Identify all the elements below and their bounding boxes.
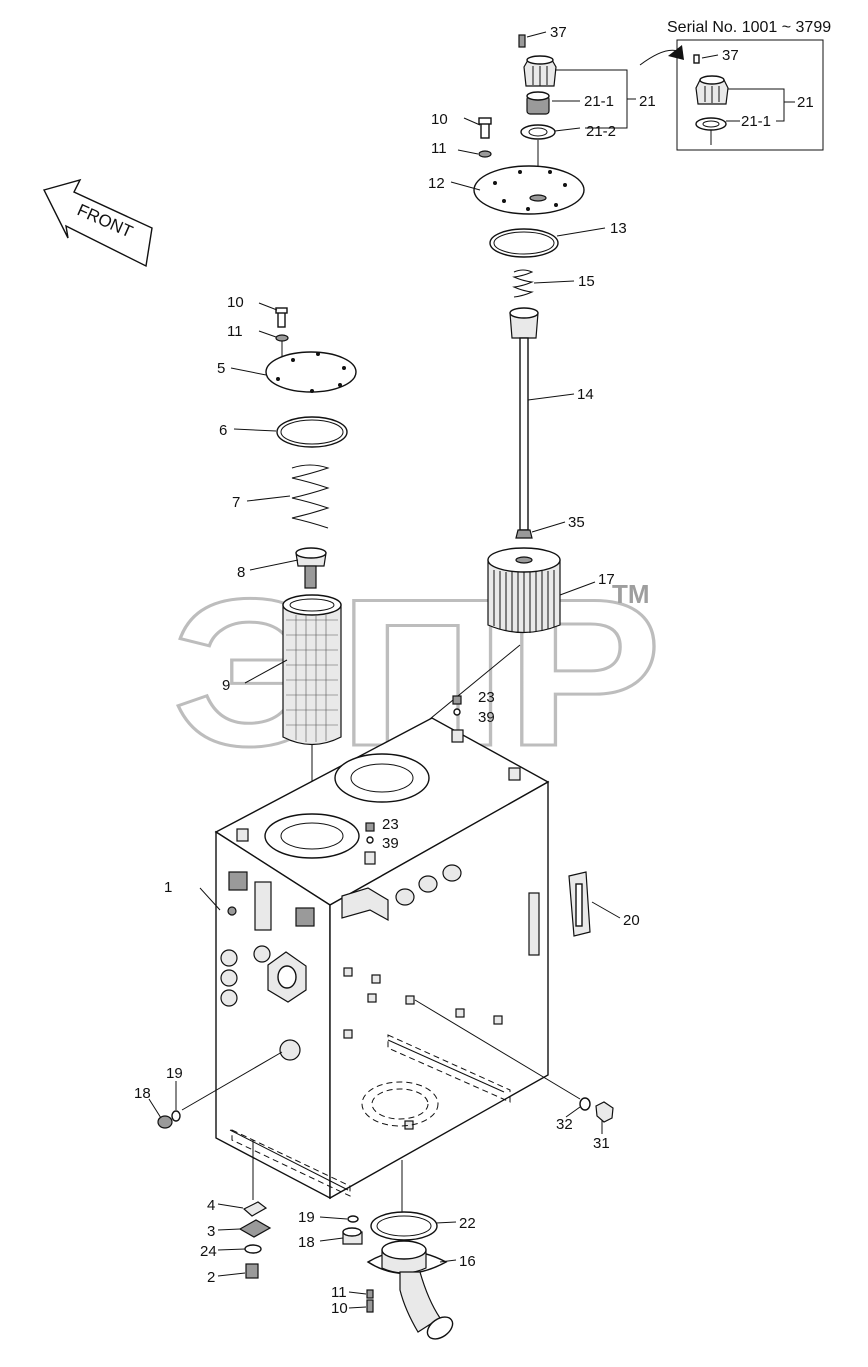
suction-strainer-group <box>230 302 357 840</box>
label-23-lower: 23 <box>382 816 399 833</box>
label-37: 37 <box>550 24 567 41</box>
label-12: 12 <box>428 175 445 192</box>
label-11-bottom: 11 <box>331 1284 347 1301</box>
label-21-1: 21-1 <box>584 93 614 110</box>
label-15: 15 <box>578 273 595 290</box>
inset-label-21: 21 <box>797 94 814 111</box>
drain-plugs <box>148 1081 614 1134</box>
label-5: 5 <box>217 360 225 377</box>
rod-14 <box>509 307 575 539</box>
tank-body <box>181 717 581 1200</box>
label-19-left: 19 <box>166 1065 183 1082</box>
label-21-2: 21-2 <box>586 123 616 140</box>
label-10-top: 10 <box>431 111 448 128</box>
front-arrow: FRONT <box>42 178 153 268</box>
label-13: 13 <box>610 220 627 237</box>
cover-bolts-right <box>457 117 492 158</box>
suction-flange <box>319 1160 457 1340</box>
label-16: 16 <box>459 1253 476 1270</box>
label-10-bottom: 10 <box>331 1300 348 1317</box>
label-39-upper: 39 <box>478 709 495 726</box>
label-8: 8 <box>237 564 245 581</box>
label-9: 9 <box>222 677 230 694</box>
label-3: 3 <box>207 1223 215 1240</box>
label-18-bottom: 18 <box>298 1234 315 1251</box>
inset-label-21-1: 21-1 <box>741 113 771 130</box>
label-14: 14 <box>577 386 594 403</box>
o-ring-13 <box>489 227 606 258</box>
label-35: 35 <box>568 514 585 531</box>
label-6: 6 <box>219 422 227 439</box>
label-22: 22 <box>459 1215 476 1232</box>
label-20: 20 <box>623 912 640 929</box>
label-24: 24 <box>200 1243 217 1260</box>
label-19-bottom: 19 <box>298 1209 315 1226</box>
watermark-tm: TM <box>612 579 650 609</box>
label-32: 32 <box>556 1116 573 1133</box>
label-11-left: 11 <box>227 323 243 340</box>
label-2: 2 <box>207 1269 215 1286</box>
label-1: 1 <box>164 879 172 896</box>
inset-label-37: 37 <box>722 47 739 64</box>
serial-number-label: Serial No. 1001 ~ 3799 <box>667 19 831 36</box>
label-18-left: 18 <box>134 1085 151 1102</box>
label-11-top: 11 <box>431 140 447 157</box>
label-23-upper: 23 <box>478 689 495 706</box>
return-filter-cap-group <box>518 31 636 175</box>
label-17: 17 <box>598 571 615 588</box>
serial-inset: Serial No. 1001 ~ 3799 37 21 21-1 <box>639 19 831 151</box>
label-39-lower: 39 <box>382 835 399 852</box>
label-31: 31 <box>593 1135 610 1152</box>
level-gauge-20 <box>528 871 621 956</box>
callout-labels: 37 21-1 21 21-2 10 11 12 13 15 14 35 17 … <box>134 24 656 1317</box>
label-4: 4 <box>207 1197 215 1214</box>
filter-element-17 <box>379 547 596 761</box>
mounting-parts-left <box>217 1140 272 1279</box>
label-10-left: 10 <box>227 294 244 311</box>
inset-frame <box>676 39 824 151</box>
cover-plate-right <box>450 165 585 215</box>
label-7: 7 <box>232 494 240 511</box>
spring-15 <box>512 269 575 298</box>
dowel-pins <box>365 695 462 844</box>
label-21: 21 <box>639 93 656 110</box>
